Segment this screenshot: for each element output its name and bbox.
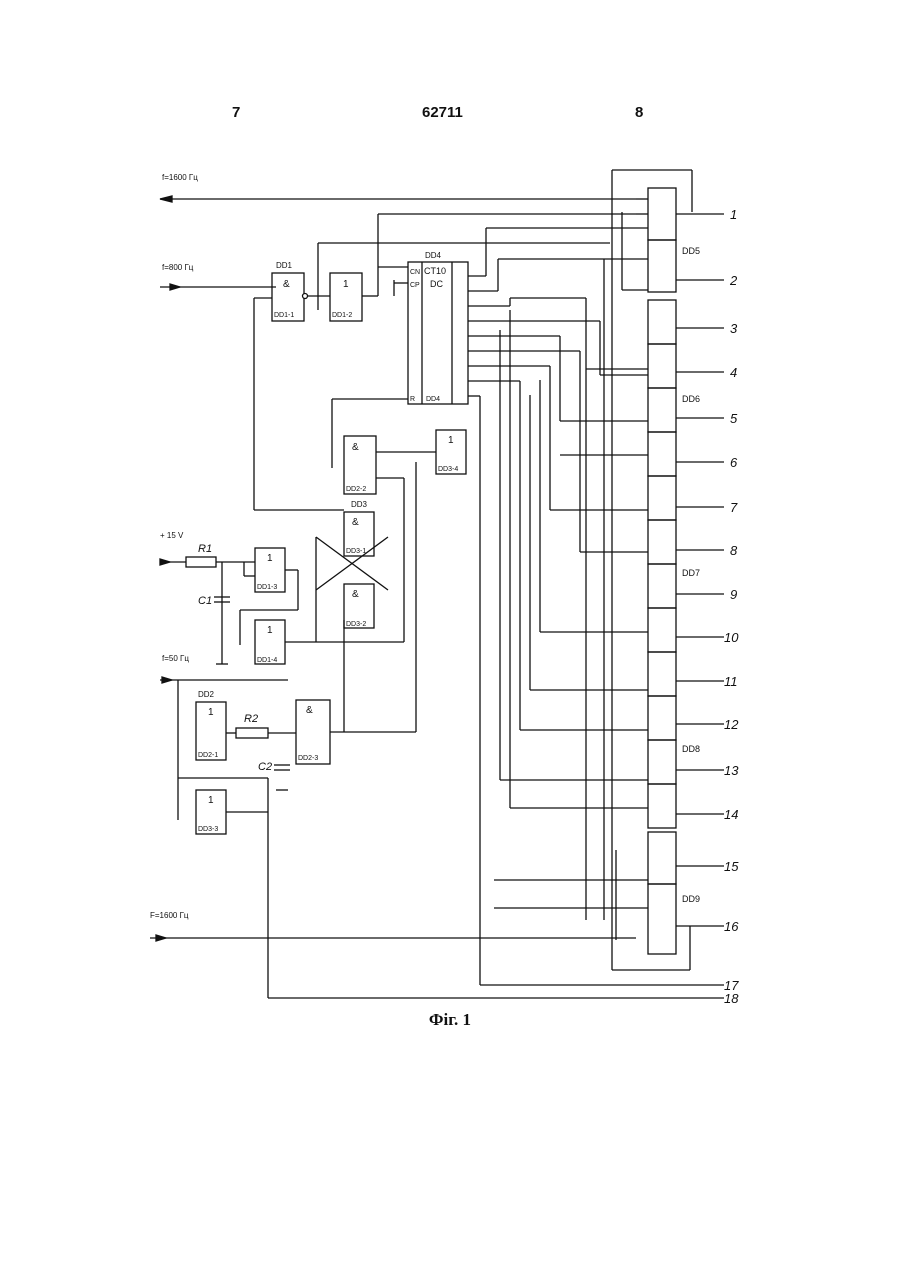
label-dd7: DD7 <box>682 568 700 578</box>
output-label-10: 10 <box>724 630 739 645</box>
label-r1: R1 <box>198 543 212 555</box>
label-dd5: DD5 <box>682 246 700 256</box>
figure-caption: Фіг. 1 <box>0 1010 900 1030</box>
output-label-7: 7 <box>730 500 738 515</box>
input-arrow-f1600-inv <box>156 935 166 941</box>
label-dd2: DD2 <box>198 690 215 699</box>
label-dd6: DD6 <box>682 394 700 404</box>
output-label-12: 12 <box>724 717 739 732</box>
gate-dd1-1-symbol: & <box>283 279 290 290</box>
output-label-1: 1 <box>730 207 737 222</box>
inverter-bubble <box>303 294 308 299</box>
input-arrow-15v <box>160 559 170 565</box>
gate-dd3-4-ref: DD3-4 <box>438 466 458 473</box>
label-c2: C2 <box>258 761 272 773</box>
label-dd1: DD1 <box>276 261 293 270</box>
input-arrow-f50 <box>162 677 172 683</box>
gate-dd2-1-symbol: 1 <box>208 707 214 718</box>
input-label-f800: f=800 Гц <box>162 263 194 272</box>
output-label-3: 3 <box>730 321 738 336</box>
gate-dd3-1-symbol: & <box>352 517 359 528</box>
resistor-r1 <box>186 557 216 567</box>
gate-column-labels: DD5 DD6 DD7 DD8 DD9 <box>682 246 700 904</box>
gate-dd1-4-symbol: 1 <box>267 625 273 636</box>
output-label-9: 9 <box>730 587 737 602</box>
gate-dd1-3-symbol: 1 <box>267 553 273 564</box>
label-r2: R2 <box>244 713 258 725</box>
label-dd4: DD4 <box>425 251 442 260</box>
input-label-15v: + 15 V <box>160 531 184 540</box>
counter-outputs <box>468 228 620 985</box>
counter-ref-bottom: DD4 <box>426 396 440 403</box>
gate-dd2-2-symbol: & <box>352 442 359 453</box>
label-dd3: DD3 <box>351 500 368 509</box>
counter-label-bottom: DC <box>430 279 443 289</box>
output-numbers: 1 2 3 4 5 6 7 8 9 10 11 12 13 14 15 16 1… <box>724 207 739 1006</box>
input-label-f1600-inv: F=1600 Гц <box>150 911 189 920</box>
input-arrow-f1600 <box>160 196 172 202</box>
output-label-2: 2 <box>729 273 738 288</box>
label-dd8: DD8 <box>682 744 700 754</box>
counter-pin-r: R <box>410 396 415 403</box>
input-label-f1600: f=1600 Гц <box>162 173 198 182</box>
output-label-4: 4 <box>730 365 737 380</box>
gate-column-dd5-dd9 <box>648 188 676 954</box>
gate-dd2-1-ref: DD2-1 <box>198 752 218 759</box>
input-arrow-f800 <box>170 284 180 290</box>
resistor-r2 <box>236 728 268 738</box>
output-label-15: 15 <box>724 859 739 874</box>
gate-dd3-3-symbol: 1 <box>208 795 214 806</box>
gate-dd2-3-symbol: & <box>306 705 313 716</box>
gate-column-inputs <box>494 199 648 920</box>
gate-dd1-2-ref: DD1-2 <box>332 312 352 319</box>
gate-dd3-1-ref: DD3-1 <box>346 548 366 555</box>
gate-dd3-4-symbol: 1 <box>448 435 454 446</box>
gate-dd1-4-ref: DD1-4 <box>257 657 277 664</box>
gate-dd1-1-ref: DD1-1 <box>274 312 294 319</box>
output-label-11: 11 <box>724 674 738 689</box>
gate-dd2-3-ref: DD2-3 <box>298 755 318 762</box>
label-dd9: DD9 <box>682 894 700 904</box>
output-label-6: 6 <box>730 455 738 470</box>
gate-dd3-3-ref: DD3-3 <box>198 826 218 833</box>
output-label-8: 8 <box>730 543 738 558</box>
output-label-13: 13 <box>724 763 739 778</box>
counter-pin-cp: CP <box>410 282 420 289</box>
gate-dd1-3-ref: DD1-3 <box>257 584 277 591</box>
output-label-16: 16 <box>724 919 739 934</box>
output-label-18: 18 <box>724 991 739 1006</box>
output-label-14: 14 <box>724 807 738 822</box>
gate-dd1-2-symbol: 1 <box>343 279 349 290</box>
label-c1: C1 <box>198 595 212 607</box>
gate-dd2-2-ref: DD2-2 <box>346 486 366 493</box>
gate-dd3-2-ref: DD3-2 <box>346 621 366 628</box>
counter-pin-cn: CN <box>410 269 420 276</box>
counter-label-top: CT10 <box>424 266 446 276</box>
gate-dd3-2-symbol: & <box>352 589 359 600</box>
output-label-5: 5 <box>730 411 738 426</box>
input-label-f50: f=50 Гц <box>162 654 189 663</box>
